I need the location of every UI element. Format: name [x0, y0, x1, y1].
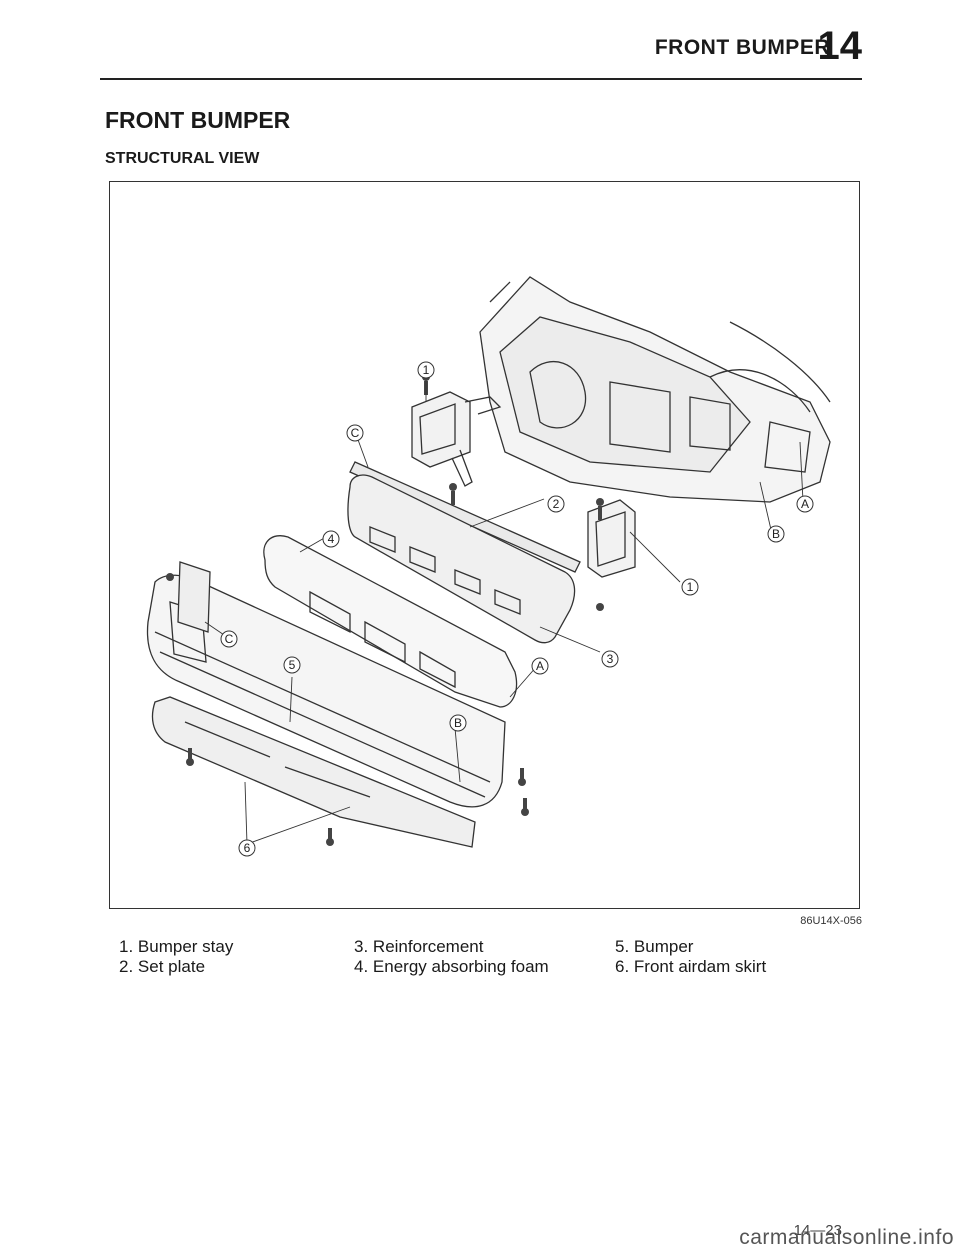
chapter-number: 14 — [817, 24, 863, 68]
callout-labels: 1 2 3 4 5 6 1 A B A B C C — [225, 363, 809, 855]
set-plate — [349, 461, 581, 573]
callout-a-upper: A — [801, 497, 809, 511]
callout-c-lower: C — [225, 632, 234, 646]
page-number: 14—23 — [793, 1222, 842, 1239]
header-title: FRONT BUMPER — [654, 36, 830, 59]
callout-6: 6 — [244, 841, 251, 855]
subsection-title: STRUCTURAL VIEW — [105, 150, 260, 167]
callout-b-upper: B — [772, 527, 780, 541]
bumper-stay-right — [587, 499, 636, 578]
legend-item: 1. Bumper stay — [119, 937, 234, 956]
callout-4: 4 — [328, 532, 335, 546]
callout-c-upper: C — [351, 426, 360, 440]
reinforcement — [347, 474, 576, 644]
bumper-stay-left — [411, 391, 502, 487]
watermark: carmanualsonline.info — [739, 1226, 954, 1249]
section-title: FRONT BUMPER — [105, 107, 291, 133]
callout-3: 3 — [607, 652, 614, 666]
callout-1-upper: 1 — [423, 363, 430, 377]
energy-absorbing-foam — [263, 535, 518, 708]
callout-circles — [220, 361, 814, 857]
legend-item: 6. Front airdam skirt — [615, 957, 767, 976]
structural-view-figure: 1 2 3 4 5 6 1 A B A B C C — [109, 181, 860, 909]
callout-2: 2 — [553, 497, 560, 511]
body-front-structure — [479, 276, 831, 503]
legend-item: 4. Energy absorbing foam — [354, 957, 549, 976]
bumper — [146, 561, 506, 808]
exploded-diagram: 1 2 3 4 5 6 1 A B A B C C — [146, 276, 831, 857]
leader-lines — [204, 380, 804, 845]
legend-item: 2. Set plate — [119, 957, 206, 976]
callout-1-lower: 1 — [687, 580, 694, 594]
legend-item: 3. Reinforcement — [354, 937, 484, 956]
legend-item: 5. Bumper — [615, 937, 694, 956]
header-rule — [100, 78, 862, 80]
callout-5: 5 — [289, 658, 296, 672]
figure-id: 86U14X-056 — [800, 915, 862, 927]
front-airdam-skirt — [151, 696, 476, 848]
callout-a-lower: A — [536, 659, 544, 673]
callout-b-lower: B — [454, 716, 462, 730]
